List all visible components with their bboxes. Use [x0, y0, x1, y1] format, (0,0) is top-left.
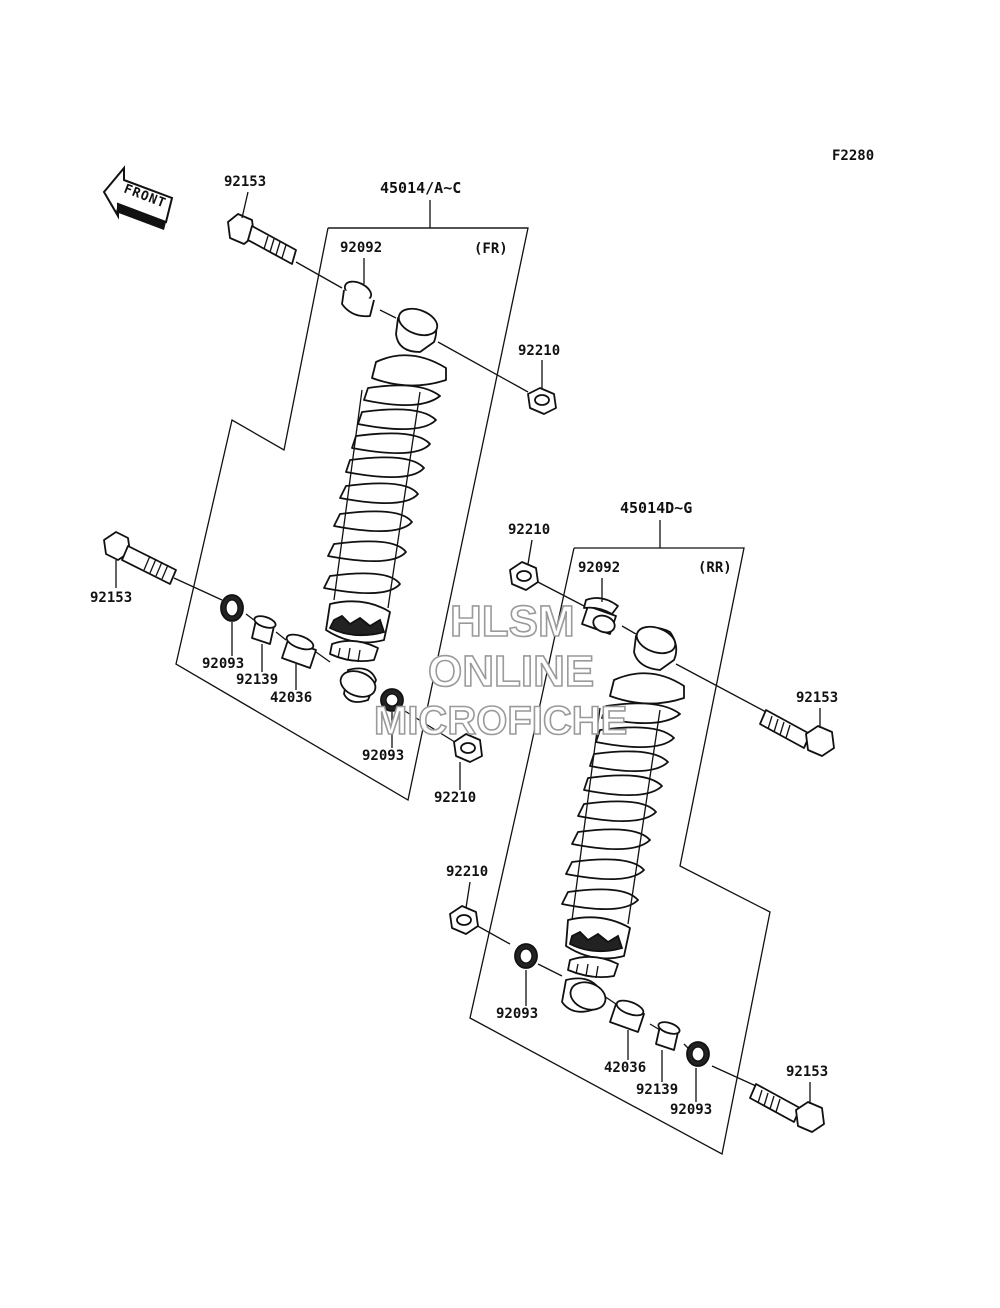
- front-shock-body: [323, 307, 447, 703]
- front-callout-nut-upper: 92210: [518, 343, 560, 359]
- front-lower-nut: [453, 733, 483, 763]
- front-assembly-part-number: 45014/A~C: [380, 179, 461, 197]
- front-callout-seal-right: 92093: [362, 748, 404, 764]
- front-upper-bolt: [227, 213, 297, 265]
- rear-callout-seal-right: 92093: [670, 1102, 712, 1118]
- front-callout-collar-lower: 42036: [270, 690, 312, 706]
- front-arrow-icon: FRONT: [102, 165, 174, 230]
- front-callout-bolt-upper: 92153: [224, 174, 266, 190]
- rear-left-seal: [514, 943, 538, 969]
- watermark: HLSM ONLINE MICROFICHE: [373, 596, 628, 744]
- rear-upper-nut: [509, 561, 539, 591]
- front-callout-collar-upper: 92092: [340, 240, 382, 256]
- front-shock-assembly: 45014/A~C (FR) 92153 92092: [90, 174, 560, 806]
- watermark-line-3: MICROFICHE: [374, 699, 627, 743]
- rear-callout-nut-upper: 92210: [508, 522, 550, 538]
- front-bushing: [251, 615, 277, 645]
- rear-lower-bolt: [749, 1083, 825, 1133]
- rear-upper-collar: [581, 597, 619, 635]
- watermark-line-1: HLSM: [450, 597, 575, 646]
- rear-callout-bushing: 92139: [636, 1082, 678, 1098]
- rear-shock-body: [561, 625, 685, 1013]
- rear-upper-bolt: [759, 709, 835, 757]
- front-lower-collar: [281, 633, 317, 669]
- rear-callout-collar-upper: 92092: [578, 560, 620, 576]
- front-callout-nut-lower: 92210: [434, 790, 476, 806]
- front-upper-collar: [341, 280, 375, 318]
- front-callout-seal-left: 92093: [202, 656, 244, 672]
- rear-callout-seal-left: 92093: [496, 1006, 538, 1022]
- watermark-line-2: ONLINE: [428, 647, 594, 696]
- figure-code: F2280: [832, 148, 874, 164]
- front-right-seal: [380, 688, 404, 712]
- rear-assembly-position: (RR): [698, 560, 732, 576]
- front-left-seal: [220, 594, 244, 622]
- rear-lower-collar: [609, 999, 645, 1033]
- rear-callout-bolt-lower: 92153: [786, 1064, 828, 1080]
- rear-lower-nut: [449, 905, 479, 935]
- rear-right-seal: [686, 1041, 710, 1067]
- rear-bushing: [655, 1021, 681, 1051]
- front-lower-bolt: [103, 531, 177, 585]
- rear-assembly-part-number: 45014D~G: [620, 499, 692, 517]
- rear-assembly-outline: [469, 547, 771, 1155]
- rear-shock-assembly: 45014D~G (RR) 92210 92092: [446, 499, 838, 1155]
- rear-callout-collar-lower: 42036: [604, 1060, 646, 1076]
- front-assembly-position: (FR): [474, 241, 508, 257]
- front-upper-nut: [527, 387, 557, 415]
- front-callout-bolt-lower: 92153: [90, 590, 132, 606]
- front-callout-bushing: 92139: [236, 672, 278, 688]
- rear-callout-bolt-upper: 92153: [796, 690, 838, 706]
- rear-callout-nut-lower: 92210: [446, 864, 488, 880]
